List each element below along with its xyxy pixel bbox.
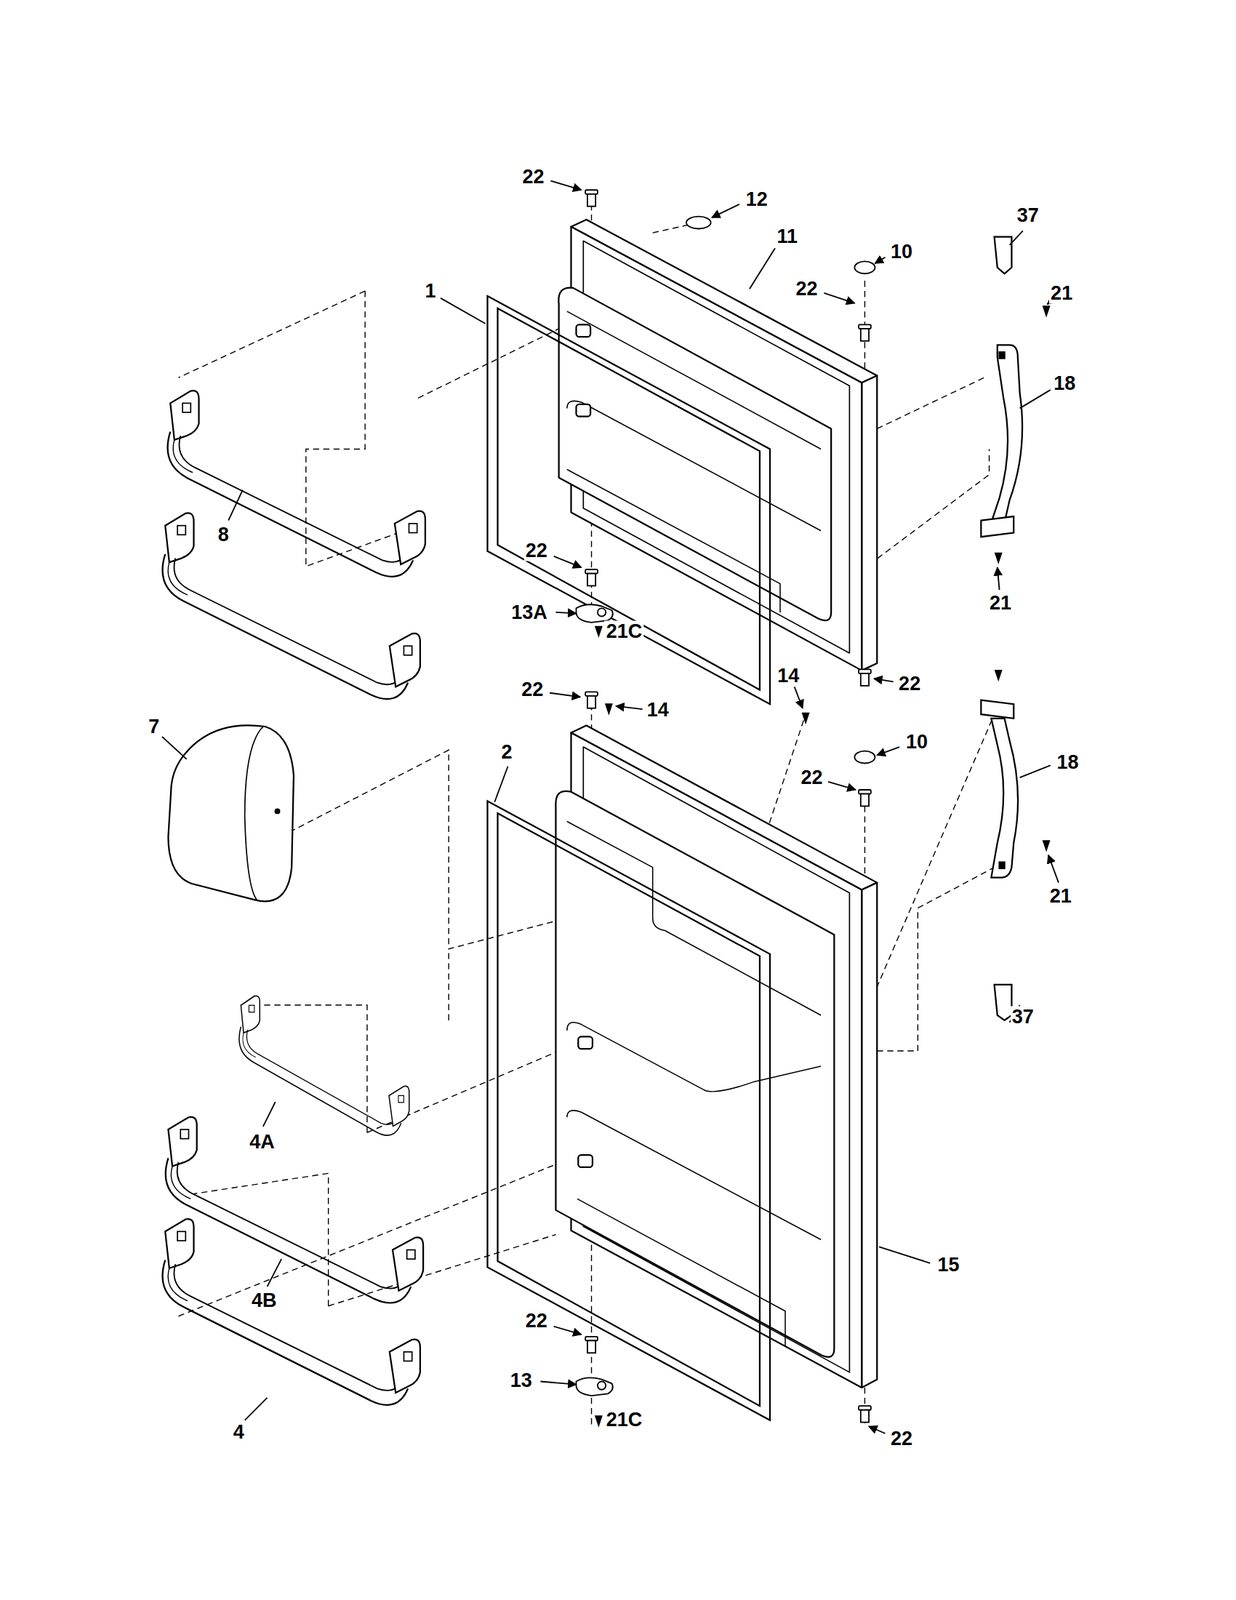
callout-number: 4 bbox=[231, 1421, 246, 1443]
callout-number: 21C bbox=[604, 620, 645, 642]
callout-number: 22 bbox=[524, 540, 549, 562]
callout-number: 37 bbox=[1015, 204, 1041, 226]
callout-number: 4B bbox=[250, 1289, 279, 1311]
callout-number: 37 bbox=[1010, 1006, 1036, 1028]
callout-number: 22 bbox=[897, 672, 922, 694]
callout-number: 13A bbox=[509, 601, 549, 623]
callout-number: 14 bbox=[775, 664, 801, 686]
callout-number: 21 bbox=[988, 591, 1013, 613]
callout-number: 13 bbox=[508, 1369, 534, 1391]
dashed-guides bbox=[178, 204, 994, 1428]
fresh-food-door bbox=[555, 725, 877, 1388]
callout-number: 22 bbox=[521, 165, 547, 187]
door-bins bbox=[162, 390, 426, 1405]
callout-number: 21 bbox=[1049, 282, 1074, 304]
callout-number: 1 bbox=[423, 279, 437, 302]
callout-number: 12 bbox=[744, 188, 770, 210]
dairy-cover bbox=[167, 724, 294, 901]
callout-number: 10 bbox=[889, 241, 914, 263]
handles bbox=[980, 237, 1023, 1021]
callout-number: 18 bbox=[1055, 751, 1081, 773]
callout-number: 18 bbox=[1052, 372, 1077, 395]
freezer-door bbox=[558, 219, 877, 671]
callout-number: 15 bbox=[935, 1254, 961, 1276]
callout-number: 21 bbox=[1048, 884, 1074, 906]
callout-number: 22 bbox=[793, 277, 819, 299]
freezer-gasket bbox=[487, 295, 770, 704]
callout-number: 14 bbox=[645, 699, 671, 721]
callout-number: 8 bbox=[216, 523, 231, 545]
small-hardware bbox=[575, 189, 1050, 1426]
callout-number: 10 bbox=[904, 730, 930, 752]
callout-number: 22 bbox=[519, 679, 545, 701]
fresh-food-gasket bbox=[487, 800, 770, 1420]
callout-number: 7 bbox=[146, 715, 161, 737]
leader-lines bbox=[162, 181, 1059, 1434]
callout-number: 4A bbox=[247, 1130, 277, 1152]
callout-number: 22 bbox=[889, 1427, 914, 1449]
callout-number: 21C bbox=[604, 1409, 645, 1431]
callout-number: 11 bbox=[775, 226, 800, 248]
callout-number: 2 bbox=[500, 740, 515, 762]
callout-number: 22 bbox=[524, 1310, 549, 1332]
callout-number: 22 bbox=[799, 766, 824, 788]
